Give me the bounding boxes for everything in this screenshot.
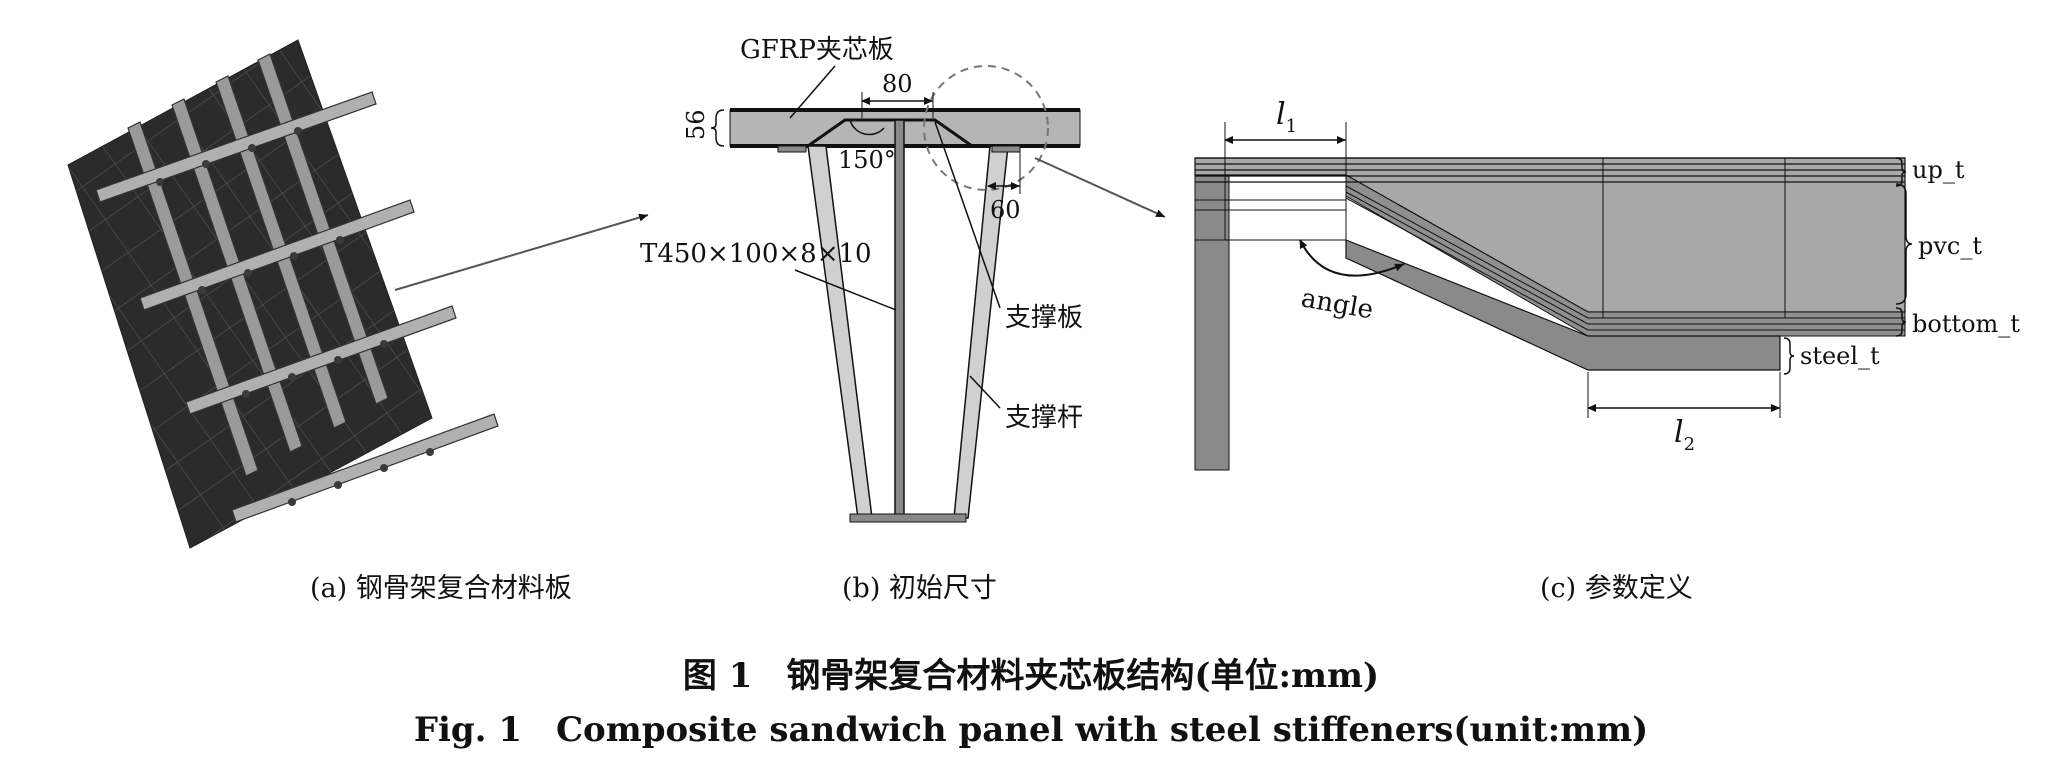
support-rod-label: 支撑杆 (1005, 403, 1083, 433)
bottom-t-brace (1895, 307, 1907, 337)
l1-label: l1 (1276, 97, 1297, 137)
figure-title-en: Fig. 1 Composite sandwich panel with ste… (413, 710, 1649, 750)
bottom-t-label: bottom_t (1912, 310, 2020, 338)
t-section-flange (849, 513, 967, 523)
dim-80-label: 80 (882, 70, 913, 98)
up-skin-layers (1195, 157, 1905, 183)
gfrp-leader (789, 65, 836, 119)
angle-150-arc (849, 119, 885, 136)
transverse-stiffeners (95, 91, 499, 523)
angle-label: angle (1299, 283, 1376, 325)
panel-a-to-b-arrow (394, 213, 649, 291)
up-t-label: up_t (1912, 156, 1965, 184)
pvc-t-brace (1895, 183, 1913, 305)
pvc-t-label: pvc_t (1918, 232, 1982, 260)
support-rod-leader (969, 375, 1001, 409)
support-plate-label: 支撑板 (1005, 303, 1083, 333)
gfrp-label: GFRP夹芯板 (740, 35, 894, 65)
panel-c-caption: (c) 参数定义 (1540, 573, 1693, 604)
steel-t-brace (1783, 337, 1795, 375)
dim-56-label: 56 (682, 109, 710, 140)
angle-150-label: 150° (838, 146, 896, 174)
web-plate (1194, 157, 1230, 471)
dim-60-label: 60 (990, 196, 1021, 224)
panel-b-illustration: 80 GFRP夹芯板 56 150° 60 T450×100×8×10 支撑板 … (640, 35, 1166, 523)
pvc-core (1194, 157, 1906, 313)
detail-circle (923, 65, 1049, 191)
panel-b-caption: (b) 初始尺寸 (842, 573, 997, 604)
sandwich-core (729, 109, 1081, 147)
support-rod-left (807, 145, 873, 519)
support-plate-leader (934, 121, 1001, 309)
t-section-label: T450×100×8×10 (640, 239, 872, 269)
support-plate-right (991, 145, 1021, 153)
panel-a-illustration (67, 39, 649, 549)
angle-arc (1299, 239, 1405, 277)
haunch-outline (807, 118, 973, 148)
stiffener-cutouts (156, 127, 434, 506)
l2-label: l2 (1674, 415, 1695, 455)
panel-c-illustration: l1 l2 angle up_t pvc_t bottom_t steel_t (1194, 97, 2020, 471)
up-t-brace (1895, 157, 1907, 187)
panel-a-caption: (a) 钢骨架复合材料板 (310, 573, 572, 604)
support-plate-left (777, 145, 807, 153)
t-section-web (894, 119, 905, 519)
dim-56-brace (710, 109, 725, 147)
steel-t-label: steel_t (1800, 342, 1880, 370)
t-section-leader (794, 269, 897, 311)
panel-b-to-c-arrow (1034, 157, 1166, 218)
figure-title-cn: 图 1 钢骨架复合材料夹芯板结构(单位:mm) (682, 656, 1380, 696)
